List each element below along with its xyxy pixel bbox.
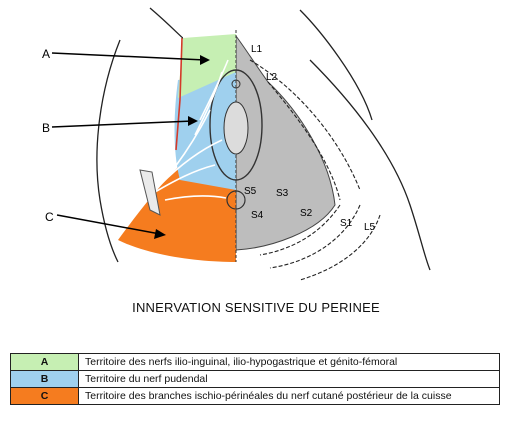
dermatome-lines — [249, 59, 381, 281]
dermatome-label-l2: L2 — [266, 72, 278, 83]
nerve-trunk — [139, 169, 161, 216]
dermatome-label-l1: L1 — [251, 44, 263, 55]
pointer-arrow-b — [51, 120, 194, 128]
pointer-label-a: A — [42, 47, 50, 61]
figure-caption: INNERVATION SENSITIVE DU PERINEE — [132, 300, 380, 315]
pointer-arrowhead-b — [188, 116, 198, 126]
territory-c-region — [118, 165, 236, 262]
territory-a-region — [178, 34, 236, 98]
legend-row-c: C Territoire des branches ischio-périnéa… — [10, 387, 500, 405]
dermatome-label-s4: S4 — [251, 210, 264, 221]
pointer-arrowhead-c — [154, 229, 166, 239]
body-outline-left — [96, 7, 184, 263]
legend-text-a: Territoire des nerfs ilio-inguinal, ilio… — [78, 353, 500, 371]
pointer-label-b: B — [42, 121, 50, 135]
legend-key-b: B — [10, 370, 79, 388]
vaginal-opening — [223, 101, 249, 155]
dermatome-label-l5: L5 — [364, 222, 376, 233]
body-outline-right — [299, 9, 431, 271]
pointer-arrowhead-a — [200, 55, 210, 65]
clitoris — [231, 79, 241, 89]
perineum-diagram: A B C L1 L2 S5 S3 S4 S2 S1 L5 — [42, 7, 431, 281]
dermatome-label-s3: S3 — [276, 188, 289, 199]
legend-row-a: A Territoire des nerfs ilio-inguinal, il… — [10, 353, 500, 371]
dermatome-label-s5: S5 — [244, 186, 257, 197]
dermatome-grey-region — [235, 34, 336, 251]
pointer-arrow-c — [56, 214, 161, 235]
legend-key-a: A — [10, 353, 79, 371]
legend-table: A Territoire des nerfs ilio-inguinal, il… — [10, 353, 500, 405]
anus — [226, 190, 246, 210]
vulva-outline — [209, 69, 263, 181]
pointer-label-c: C — [45, 210, 54, 224]
pointer-arrow-a — [51, 52, 206, 61]
legend-text-c: Territoire des branches ischio-périnéale… — [78, 387, 500, 405]
legend-row-b: B Territoire du nerf pudendal — [10, 370, 500, 388]
dermatome-label-s2: S2 — [300, 208, 313, 219]
nerve-branches — [149, 59, 229, 201]
legend-text-b: Territoire du nerf pudendal — [78, 370, 500, 388]
dermatome-label-s1: S1 — [340, 218, 353, 229]
legend-key-c: C — [10, 387, 79, 405]
